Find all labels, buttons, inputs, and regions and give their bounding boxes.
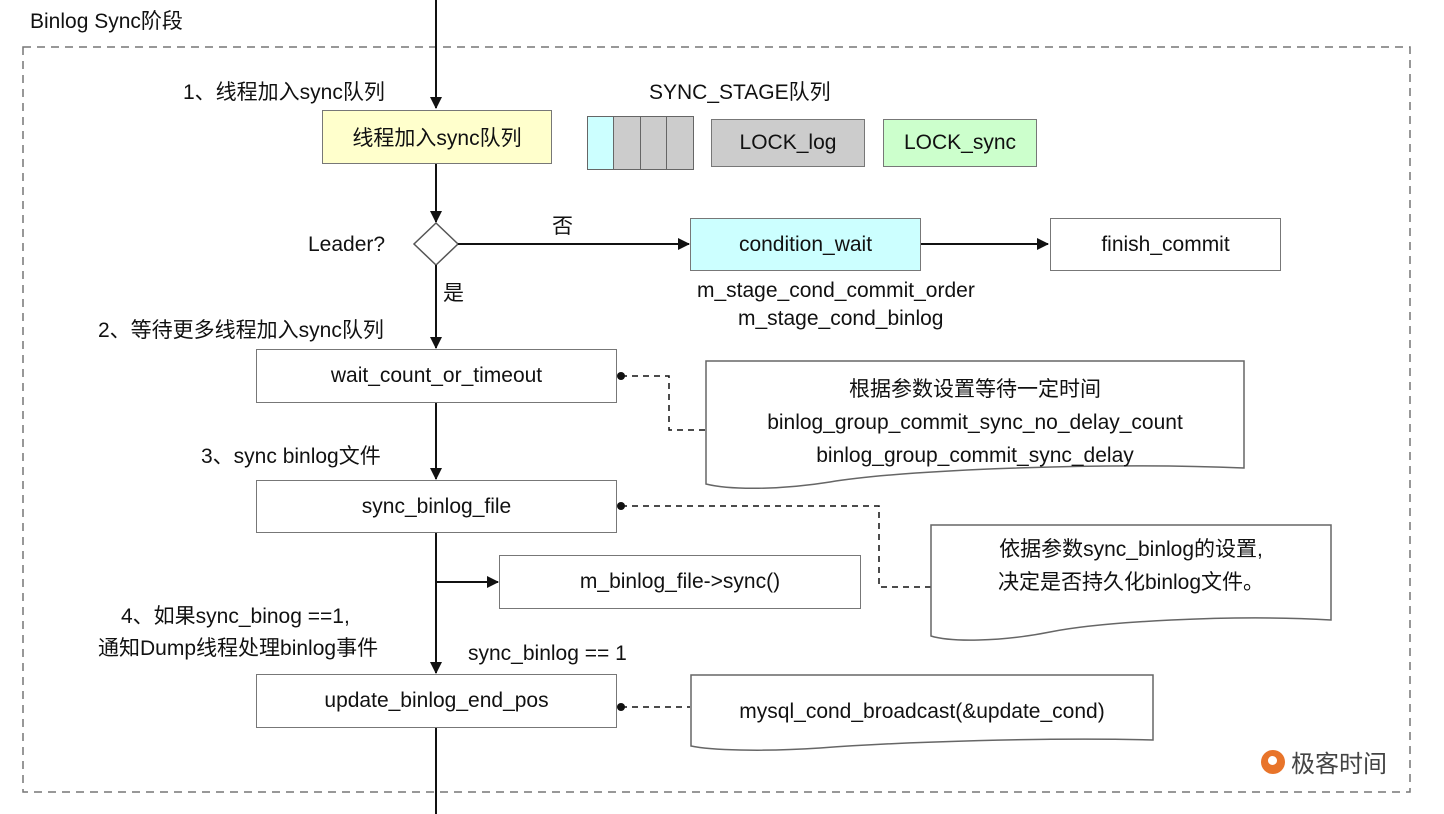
- step4-label-line2: 通知Dump线程处理binlog事件: [98, 637, 379, 660]
- lock-sync-box: LOCK_sync: [883, 119, 1037, 167]
- sync-binlog-file-box: sync_binlog_file: [256, 480, 617, 533]
- wait-note-line: binlog_group_commit_sync_delay: [816, 444, 1134, 467]
- file-sync-box: m_binlog_file->sync(): [499, 555, 861, 609]
- wait-count-label: wait_count_or_timeout: [330, 364, 543, 387]
- queue-title: SYNC_STAGE队列: [649, 81, 831, 104]
- lock-log-label: LOCK_log: [739, 131, 837, 154]
- wait-note-connector: [621, 375, 706, 431]
- sync-note-line: 依据参数sync_binlog的设置,: [999, 538, 1263, 561]
- update-pos-box: update_binlog_end_pos: [256, 674, 617, 728]
- yes-branch-label: 是: [443, 282, 464, 305]
- condition-wait-box: condition_wait: [690, 218, 921, 271]
- enqueue-box: 线程加入sync队列: [322, 110, 552, 164]
- broadcast-note-shape: [690, 674, 1154, 751]
- lock-sync-label: LOCK_sync: [903, 131, 1017, 154]
- enqueue-box-label: 线程加入sync队列: [352, 127, 522, 150]
- step3-label: 3、sync binlog文件: [201, 445, 381, 468]
- watermark-logo: 极客时间: [1261, 744, 1387, 779]
- leader-decision-diamond: [412, 221, 460, 267]
- watermark-text: 极客时间: [1291, 751, 1387, 778]
- broadcast-note-line: mysql_cond_broadcast(&update_cond): [739, 700, 1105, 723]
- file-sync-label: m_binlog_file->sync(): [579, 570, 781, 593]
- sync-condition-label: sync_binlog == 1: [468, 642, 627, 665]
- sync-note: 依据参数sync_binlog的设置, 决定是否持久化binlog文件。: [931, 533, 1331, 599]
- finish-commit-label: finish_commit: [1101, 232, 1230, 256]
- queue-cell-active: [587, 116, 614, 170]
- finish-commit-box: finish_commit: [1050, 218, 1281, 271]
- step1-label: 1、线程加入sync队列: [183, 81, 385, 104]
- wait-note-shape: [705, 360, 1245, 489]
- queue-cell: [613, 116, 641, 170]
- wait-note-line: 根据参数设置等待一定时间: [849, 378, 1101, 401]
- sync-note-shape: [930, 524, 1332, 641]
- no-branch-label: 否: [552, 215, 573, 238]
- wait-note-line: binlog_group_commit_sync_no_delay_count: [767, 411, 1183, 434]
- wait-note: 根据参数设置等待一定时间 binlog_group_commit_sync_no…: [706, 373, 1244, 472]
- sync-note-connector: [621, 505, 931, 588]
- decision-label: Leader?: [308, 233, 386, 256]
- stage-frame: [22, 46, 1411, 793]
- condition-wait-label: condition_wait: [738, 232, 873, 256]
- queue-cell: [640, 116, 667, 170]
- geektime-logo-icon: [1261, 749, 1285, 774]
- wait-count-box: wait_count_or_timeout: [256, 349, 617, 403]
- sync-note-line: 决定是否持久化binlog文件。: [997, 571, 1265, 594]
- cond-var-binlog: m_stage_cond_binlog: [738, 307, 944, 330]
- cond-var-commit-order: m_stage_cond_commit_order: [697, 279, 975, 302]
- broadcast-note: mysql_cond_broadcast(&update_cond): [691, 695, 1153, 728]
- step2-label: 2、等待更多线程加入sync队列: [98, 319, 384, 342]
- queue-cell: [666, 116, 694, 170]
- step4-label-line1: 4、如果sync_binog ==1,: [121, 605, 350, 628]
- lock-log-box: LOCK_log: [711, 119, 865, 167]
- sync-binlog-file-label: sync_binlog_file: [361, 494, 512, 518]
- update-pos-label: update_binlog_end_pos: [324, 689, 549, 712]
- stage-title: Binlog Sync阶段: [30, 10, 183, 33]
